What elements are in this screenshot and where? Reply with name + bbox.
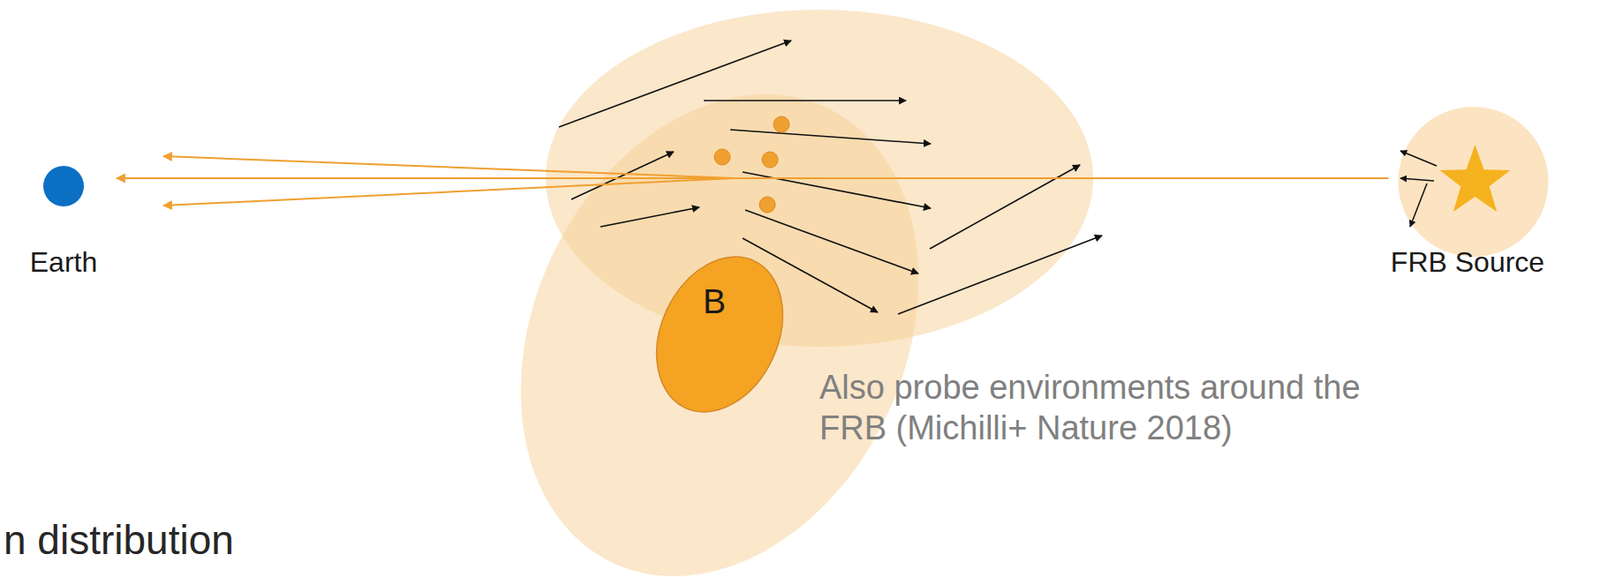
- source-node: FRB Source: [1388, 106, 1558, 284]
- scattered-rays: [163, 156, 735, 206]
- node-label: FRB Source: [1390, 245, 1545, 280]
- signal-path: [116, 177, 1389, 180]
- node-label: B: [702, 284, 726, 320]
- heading-fragment: n distribution: [3, 516, 463, 565]
- note-text: Also probe environments around the FRB (…: [819, 367, 1403, 449]
- node-label: Earth: [30, 245, 98, 280]
- node-outline: [653, 249, 786, 423]
- planet-node: Earth: [10, 164, 117, 284]
- plasma-clumps: [714, 116, 790, 213]
- magnetic-region: B: [653, 249, 786, 423]
